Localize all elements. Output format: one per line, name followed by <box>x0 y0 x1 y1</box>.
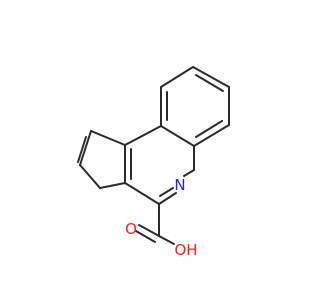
bond <box>158 235 175 245</box>
bond <box>77 136 87 163</box>
bond <box>195 74 224 92</box>
bond <box>193 124 230 147</box>
bond <box>99 182 126 189</box>
bond <box>138 224 160 237</box>
bond <box>124 125 162 146</box>
bond <box>183 169 195 177</box>
bond <box>90 130 126 146</box>
bonds <box>77 66 230 245</box>
bond <box>195 120 223 138</box>
bond <box>160 66 194 88</box>
carbonyl-oxygen-label: O <box>125 220 137 238</box>
hydroxyl-label: OH <box>174 241 197 259</box>
bond <box>160 125 195 147</box>
bond <box>159 187 174 197</box>
molecule-structure: N O OH <box>77 66 230 259</box>
bond <box>79 130 92 166</box>
bond <box>135 230 156 243</box>
bond <box>158 192 177 205</box>
bond <box>79 164 101 189</box>
bond <box>124 182 160 205</box>
bond <box>192 66 230 88</box>
molecule-canvas: N O OH <box>77 66 230 259</box>
nitrogen-atom-label: N <box>174 176 185 194</box>
